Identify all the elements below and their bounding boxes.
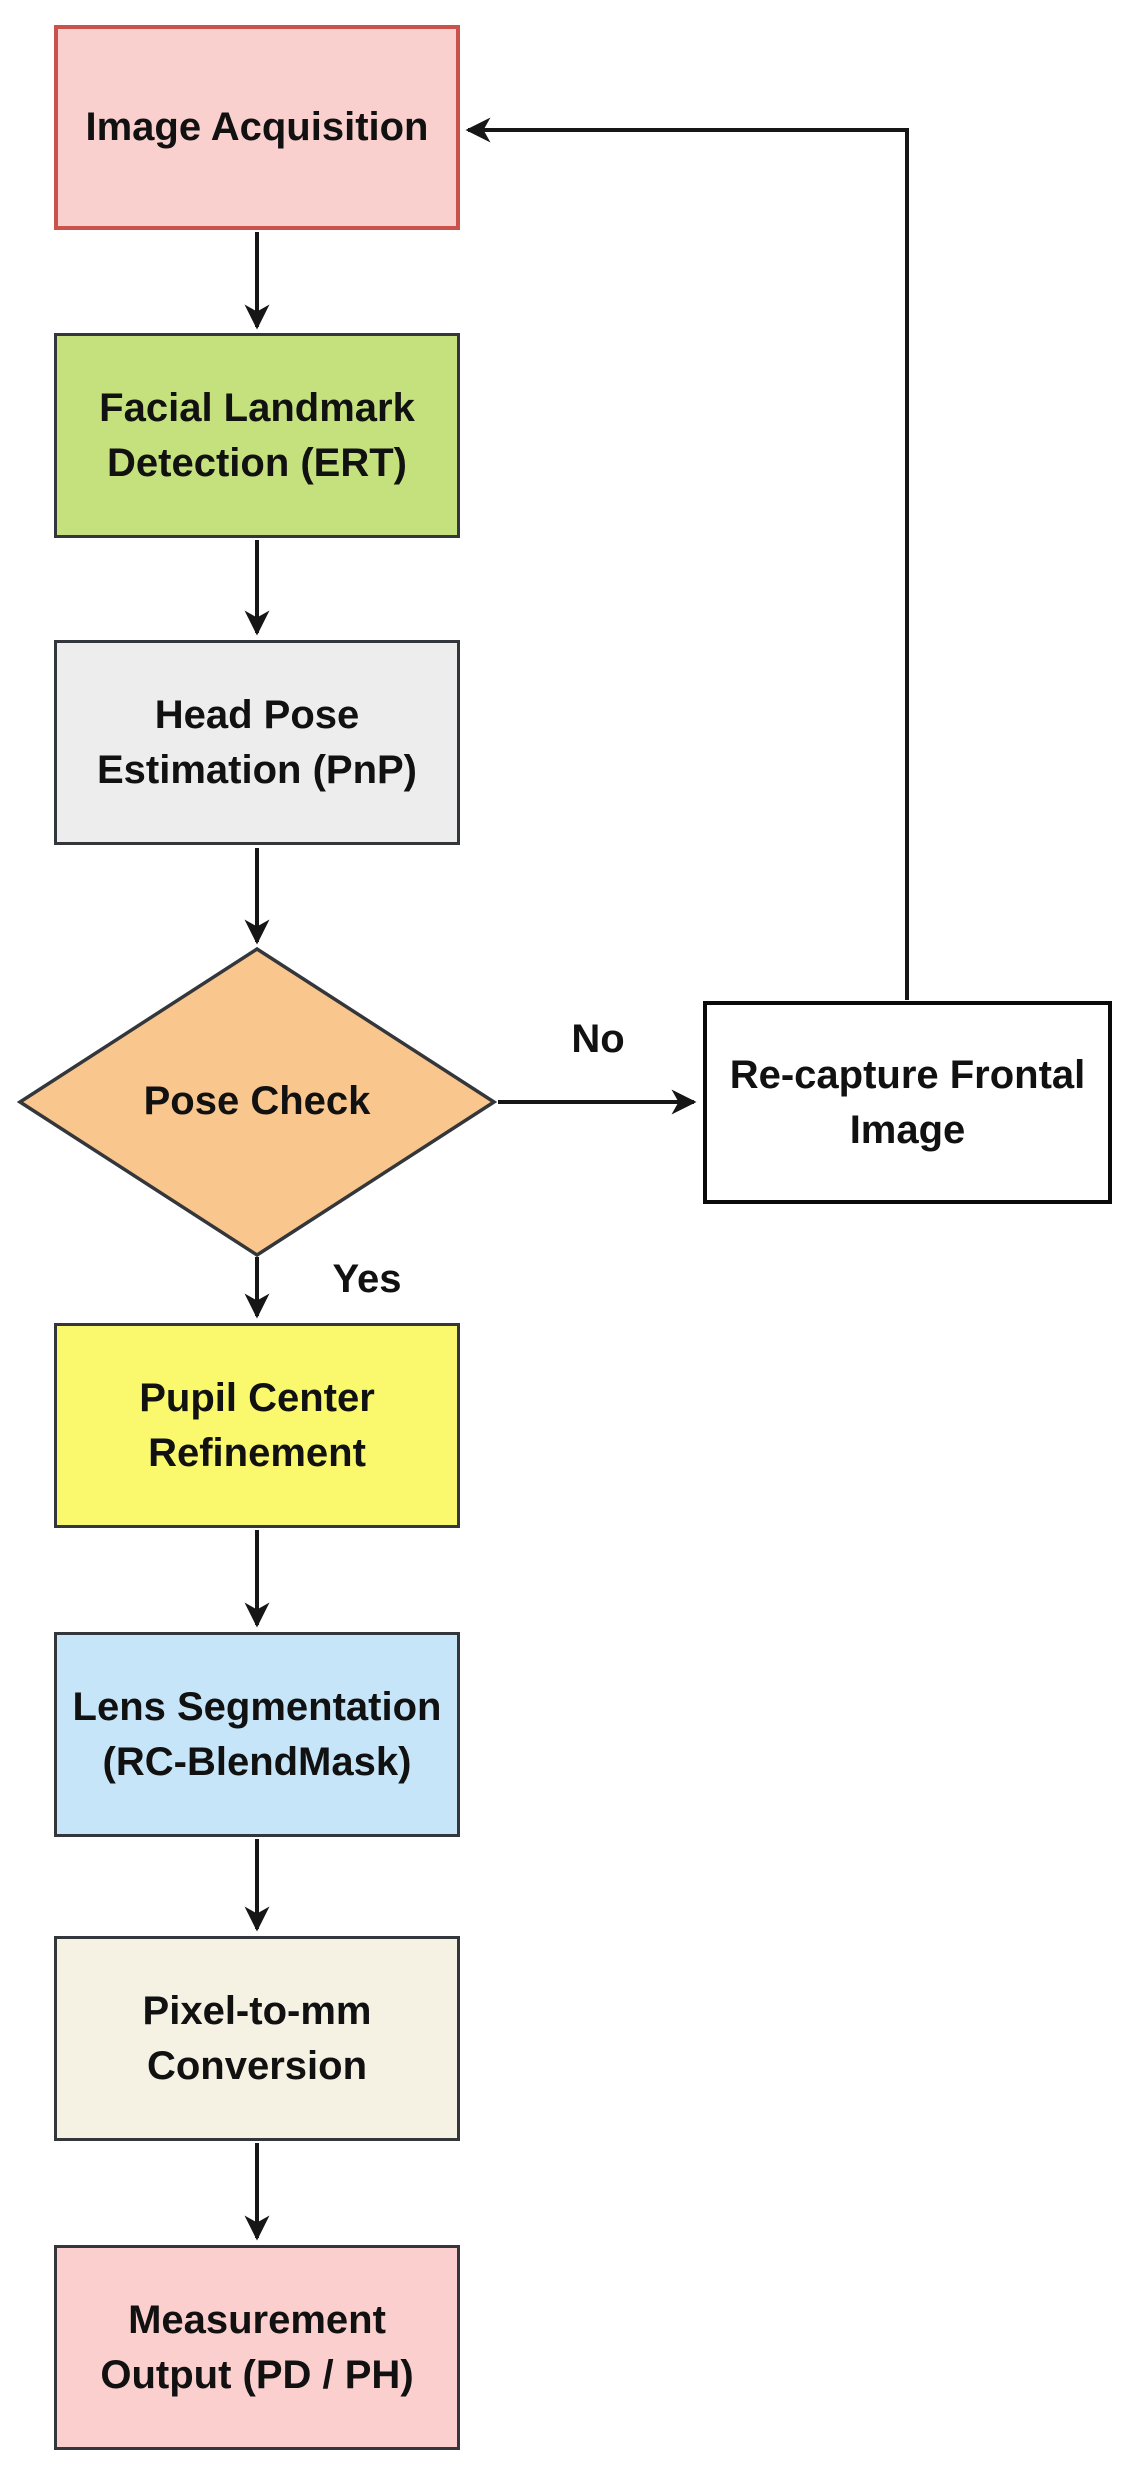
node-recapture-frontal-image-label: Re-capture Frontal Image	[729, 1052, 1086, 1152]
node-head-pose-estimation-label: Head Pose Estimation (PnP)	[96, 692, 418, 792]
node-lens-segmentation: Lens Segmentation (RC-BlendMask)	[54, 1632, 460, 1837]
node-pupil-center-refinement: Pupil Center Refinement	[54, 1323, 460, 1528]
edge-label-no: No	[571, 1017, 625, 1061]
edges	[244, 117, 909, 2241]
node-measurement-output-label: Measurement Output (PD / PH)	[100, 2297, 414, 2397]
node-pixel-to-mm-conversion-label: Pixel-to-mm Conversion	[142, 1988, 372, 2088]
node-recapture-frontal-image: Re-capture Frontal Image	[703, 1001, 1112, 1204]
node-image-acquisition: Image Acquisition	[54, 25, 460, 230]
node-pose-check-label: Pose Check	[143, 1079, 371, 1123]
edge-label-yes: Yes	[332, 1257, 402, 1301]
node-image-acquisition-label: Image Acquisition	[85, 105, 429, 149]
node-facial-landmark-detection: Facial Landmark Detection (ERT)	[54, 333, 460, 538]
node-pupil-center-refinement-label: Pupil Center Refinement	[139, 1375, 375, 1475]
node-facial-landmark-detection-label: Facial Landmark Detection (ERT)	[99, 385, 415, 485]
node-lens-segmentation-label: Lens Segmentation (RC-BlendMask)	[72, 1684, 442, 1784]
pose-check-diamond	[16, 946, 498, 1258]
node-measurement-output: Measurement Output (PD / PH)	[54, 2245, 460, 2450]
edge-recapture-feedback-to-image-acquisition	[465, 117, 909, 1000]
node-head-pose-estimation: Head Pose Estimation (PnP)	[54, 640, 460, 845]
node-pixel-to-mm-conversion: Pixel-to-mm Conversion	[54, 1936, 460, 2141]
